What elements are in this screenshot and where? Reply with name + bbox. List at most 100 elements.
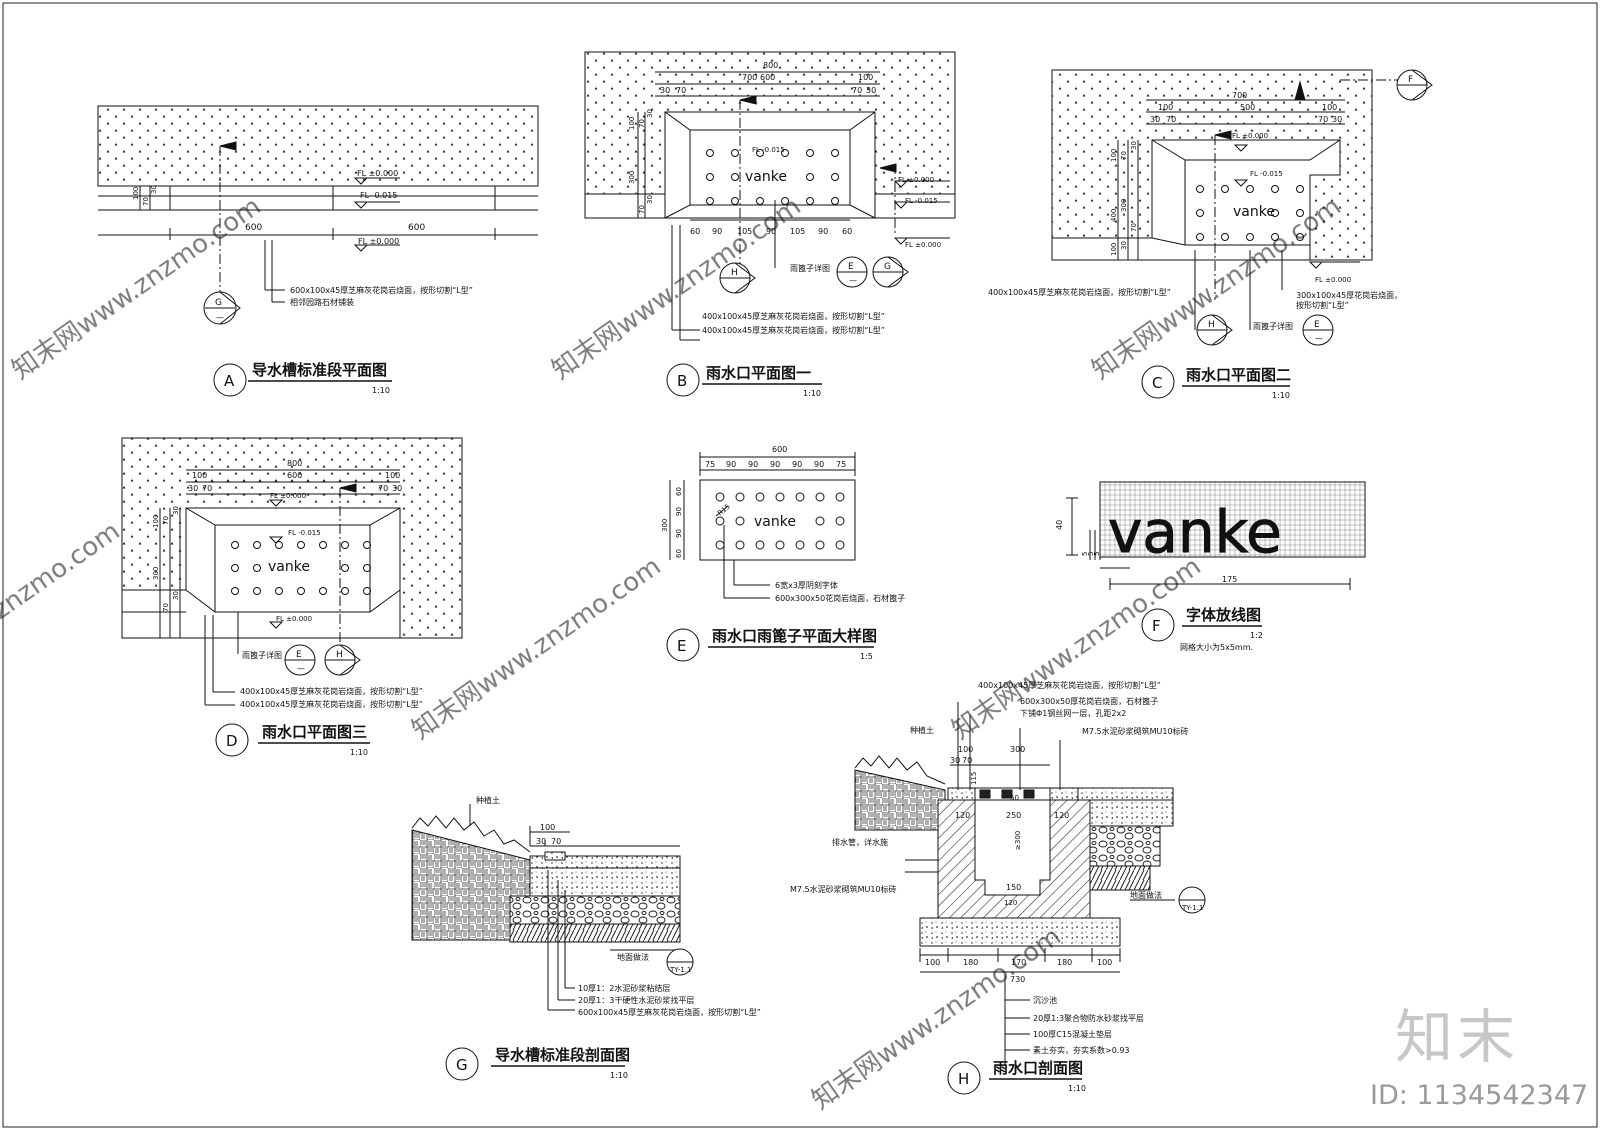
panel-c-grate-holes (1196, 185, 1304, 241)
a-dim-30: 30 (150, 185, 158, 194)
grate-hole (735, 540, 745, 550)
d-brand: vanke (268, 559, 310, 575)
b-dim-30b: 30 (866, 86, 876, 95)
grate-hole (1271, 185, 1279, 193)
grate-hole (831, 197, 839, 205)
c-dim-30a: 30 (1150, 115, 1160, 124)
b-elev-2: FL ±0.000 (898, 176, 934, 184)
panel-b-labels: 800 700 100 600 30 70 70 30 60 90 105 90… (628, 61, 941, 335)
grate-hole (1196, 233, 1204, 241)
h-dim-50: 50 (1010, 794, 1019, 802)
h-dim-115: 115 (970, 772, 978, 785)
f-title: 字体放线图 (1186, 606, 1261, 624)
panel-d-title: D 雨水口平面图三 1:10 (215, 723, 370, 757)
g-note-2: 20厚1：3干硬性水泥砂浆找平层 (578, 995, 694, 1005)
e-dim-l2: 90 (675, 529, 683, 538)
c-dim-l6: 30 (1120, 241, 1128, 250)
a-letter: A (224, 372, 235, 390)
h-top-note-2: 600x300x50厚花岗岩烧面，石材篦子 (1020, 696, 1158, 706)
panel-c-title: C 雨水口平面图二 1:10 (1141, 365, 1291, 400)
c-dim-30b: 30 (1332, 115, 1342, 124)
panel-e-title: E 雨水口雨篦子平面大样图 1:5 (666, 627, 877, 662)
g-ref-code: TY-1.1 (669, 966, 691, 974)
grate-hole (781, 197, 789, 205)
grate-hole (319, 541, 327, 549)
watermark-logo: 知末 (1395, 1003, 1520, 1071)
c-dim-100b: 100 (1158, 103, 1173, 112)
c-letter: C (1152, 374, 1162, 392)
c-marker-e: E (1314, 320, 1320, 330)
a-dim-70: 70 (142, 197, 150, 206)
a-scale: 1:10 (372, 386, 390, 395)
a-note-1: 600x100x45厚芝麻灰花岗岩烧面，按形切割“L型” (290, 285, 473, 295)
grate-hole (735, 492, 745, 502)
c-dim-l3: 400 (1110, 209, 1118, 222)
b-dim-l0: 100 (628, 117, 636, 130)
panel-d-markers: E — H (284, 644, 361, 676)
d-dim-l2: 30 (172, 506, 180, 515)
e-note-1: 6宽x3厚阴刻字体 (775, 580, 838, 590)
grate-hole (1221, 185, 1229, 193)
c-dim-500: 500 (1240, 103, 1255, 112)
b-elev-4: FL ±0.000 (905, 241, 941, 249)
grate-hole (756, 149, 764, 157)
g-dim-70: 70 (551, 837, 561, 846)
b-dim-700: 700 (742, 73, 757, 82)
b-dim-100: 100 (858, 73, 873, 82)
d-dim-100a: 100 (192, 471, 207, 480)
grate-hole (1296, 209, 1304, 217)
b-dim-30a: 30 (660, 86, 670, 95)
panel-a (97, 105, 539, 318)
h-top-note-3: 下铺Φ1钢丝网一层，孔距2x2 (1020, 708, 1126, 718)
h-dim-120b: 120 (1054, 811, 1069, 820)
e-dim-l1: 90 (675, 507, 683, 516)
a-title: 导水槽标准段平面图 (252, 361, 387, 379)
h-ref: 地面做法 (1130, 890, 1162, 900)
e-dim-t5: 90 (814, 460, 824, 469)
c-elev-1: FL ±0.000 (1232, 132, 1268, 140)
e-dim-total: 600 (772, 445, 787, 454)
b-dim-l1: 70 (638, 119, 646, 128)
grate-hole (715, 492, 725, 502)
grate-hole (831, 149, 839, 157)
grate-hole (1196, 185, 1204, 193)
b-scale: 1:10 (803, 389, 821, 398)
d-dim-100b: 100 (385, 471, 400, 480)
grate-hole (363, 564, 371, 572)
panel-g (411, 804, 681, 1011)
grate-hole (815, 540, 825, 550)
c-marker-e-sub: — (1315, 334, 1323, 343)
e-brand: vanke (754, 514, 796, 530)
b-dim-b6: 60 (842, 227, 852, 236)
h-dim-total: 730 (1010, 975, 1025, 984)
watermark-site-2: 知末网www.znzmo.com (547, 191, 807, 385)
a-dim-right: 600 (408, 223, 425, 233)
g-dim-100: 100 (540, 823, 555, 832)
h-ref-code: TY-1.1 (1181, 904, 1203, 912)
h-dim-70: 70 (962, 756, 972, 765)
d-note-2: 400x100x45厚芝麻灰花岗岩烧面，按形切割“L型” (240, 699, 423, 709)
panel-e-labels: 600 75 90 90 90 90 90 75 60 90 90 60 300… (661, 445, 905, 603)
grate-hole (835, 540, 845, 550)
c-dim-l7: 100 (1110, 243, 1118, 256)
g-note-1: 10厚1：2水泥砂浆粘结层 (578, 983, 670, 993)
h-scale: 1:10 (1068, 1084, 1086, 1093)
grate-hole (831, 173, 839, 181)
c-dim-l0: 100 (1110, 149, 1118, 162)
d-letter: D (226, 732, 238, 750)
e-scale: 1:5 (860, 652, 873, 661)
d-elev-3: FL ±0.000 (276, 615, 312, 623)
grate-hole (835, 516, 845, 526)
grate-hole (775, 540, 785, 550)
grate-hole (731, 173, 739, 181)
c-dim-l5: 70 (1130, 223, 1138, 232)
b-note-1: 400x100x45厚芝麻灰花岗岩烧面，按形切割“L型” (702, 311, 885, 321)
h-top-note-1: 400x100x45厚芝麻灰花岗岩烧面，按形切割“L型” (978, 680, 1161, 690)
b-dim-70a: 70 (676, 86, 686, 95)
a-elev-bottom: FL ±0.000 (358, 237, 399, 246)
g-scale: 1:10 (610, 1071, 628, 1080)
h-note-2: 20厚1:3聚合物防水砂浆找平层 (1033, 1013, 1144, 1023)
grate-hole (795, 540, 805, 550)
h-dim-b3: 180 (1057, 958, 1072, 967)
